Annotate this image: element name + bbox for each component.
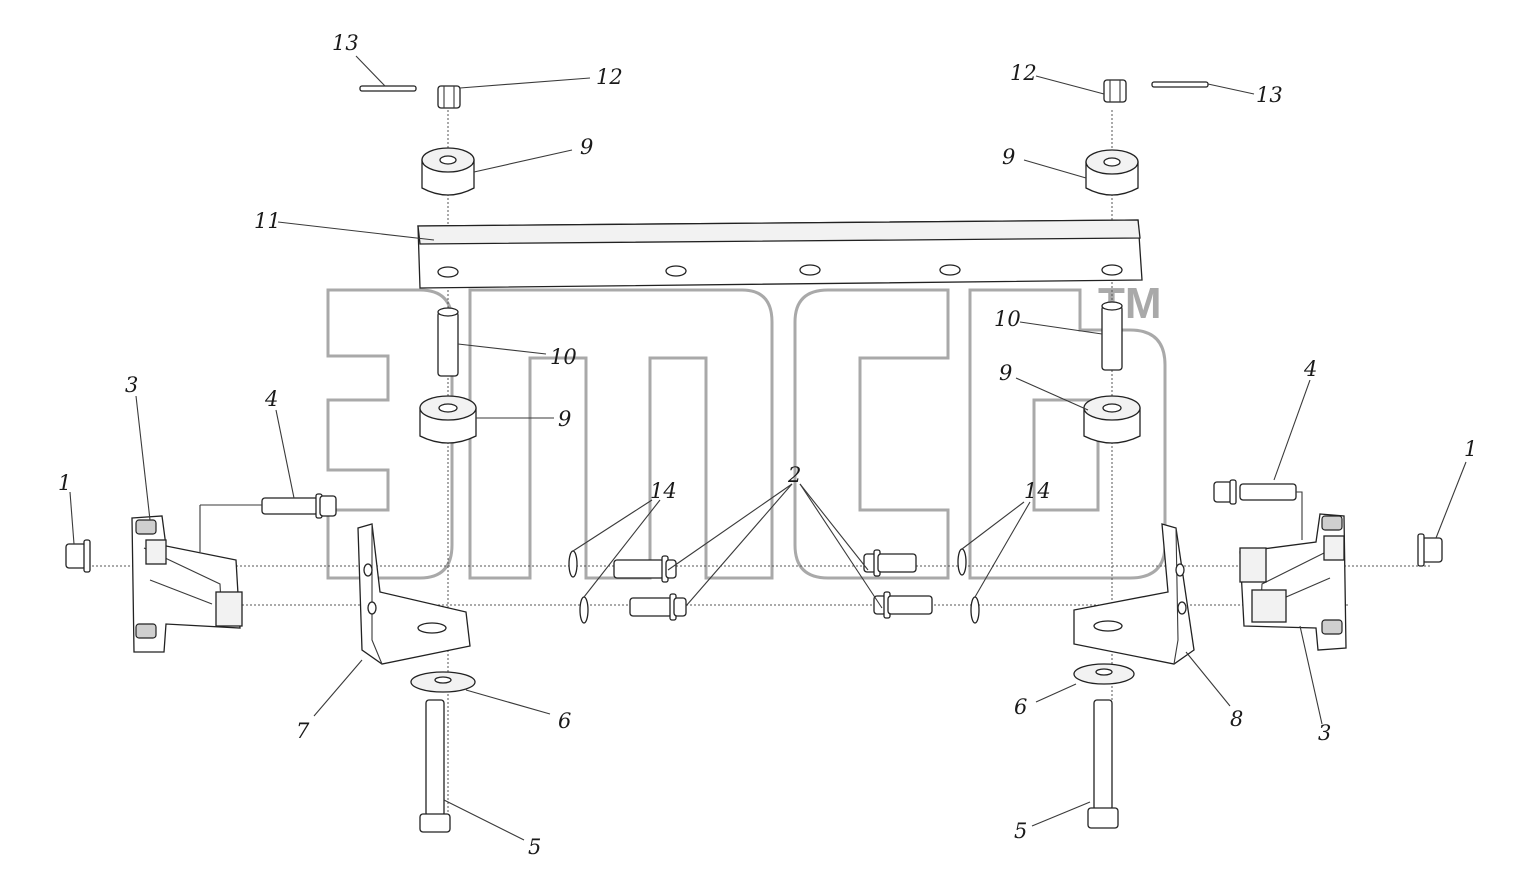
flat-washer-left bbox=[410, 671, 476, 693]
label-10-left: 10 bbox=[550, 345, 577, 369]
bolt-center-right-upper bbox=[863, 549, 917, 577]
label-1-right: 1 bbox=[1464, 437, 1477, 461]
flange-nut-left bbox=[65, 539, 91, 573]
leader-lines bbox=[69, 55, 1467, 841]
rubber-cushion-lower-right bbox=[1083, 395, 1141, 444]
label-14-left: 14 bbox=[650, 479, 677, 503]
label-9-upper-right: 9 bbox=[1002, 145, 1015, 169]
rubber-cushion-lower-left bbox=[419, 395, 477, 444]
label-13-right: 13 bbox=[1256, 83, 1283, 107]
bolt-center-left-upper bbox=[613, 555, 677, 583]
cotter-pin-right bbox=[1151, 81, 1209, 88]
angle-bracket-left bbox=[357, 523, 471, 665]
lock-washers bbox=[568, 548, 980, 624]
label-10-right: 10 bbox=[994, 307, 1021, 331]
bolt-center-left-lower bbox=[629, 593, 687, 621]
label-6-left: 6 bbox=[558, 709, 571, 733]
cross-beam bbox=[417, 219, 1143, 289]
label-8: 8 bbox=[1230, 707, 1243, 731]
flat-washer-right bbox=[1073, 663, 1135, 685]
long-bolt-right bbox=[1087, 699, 1119, 829]
label-5-left: 5 bbox=[528, 835, 541, 859]
bolt-center-right-lower bbox=[873, 591, 933, 619]
label-4-left: 4 bbox=[264, 387, 278, 411]
label-12-right: 12 bbox=[1010, 61, 1037, 85]
flange-bolt-left bbox=[199, 493, 337, 552]
rubber-cushion-upper-left bbox=[421, 147, 475, 196]
cotter-pin-left bbox=[359, 85, 417, 92]
label-9-lower-left: 9 bbox=[558, 407, 571, 431]
mount-bracket-right bbox=[1239, 513, 1347, 651]
label-9-upper-left: 9 bbox=[580, 135, 593, 159]
castle-nut-left bbox=[437, 85, 461, 109]
spacer-sleeve-right bbox=[1101, 301, 1123, 371]
label-14-right: 14 bbox=[1024, 479, 1051, 503]
label-1-left: 1 bbox=[58, 471, 71, 495]
label-13-left: 13 bbox=[332, 31, 359, 55]
spacer-sleeve-left bbox=[437, 307, 459, 377]
castle-nut-right bbox=[1103, 79, 1127, 103]
watermark-letter-b bbox=[968, 288, 1167, 580]
label-5-right: 5 bbox=[1014, 819, 1027, 843]
label-9-lower-right: 9 bbox=[999, 361, 1012, 385]
long-bolt-left bbox=[419, 699, 451, 833]
watermark-letter-p bbox=[468, 288, 774, 580]
watermark-letter-e bbox=[326, 288, 454, 580]
mount-bracket-left bbox=[131, 515, 243, 653]
label-12-left: 12 bbox=[596, 65, 623, 89]
label-7: 7 bbox=[296, 719, 310, 743]
label-2: 2 bbox=[787, 463, 801, 487]
angle-bracket-right bbox=[1073, 523, 1195, 665]
label-11: 11 bbox=[254, 209, 281, 233]
label-3-right: 3 bbox=[1318, 721, 1331, 745]
flange-bolt-right bbox=[1213, 479, 1303, 540]
label-6-right: 6 bbox=[1014, 695, 1027, 719]
rubber-cushion-upper-right bbox=[1085, 149, 1139, 196]
flange-nut-right bbox=[1417, 533, 1443, 567]
watermark-letter-s bbox=[793, 288, 950, 580]
label-4-right: 4 bbox=[1303, 357, 1317, 381]
label-3-left: 3 bbox=[125, 373, 138, 397]
callout-labels: 13 12 9 11 10 9 3 4 1 7 6 5 14 2 14 12 1… bbox=[58, 31, 1477, 859]
